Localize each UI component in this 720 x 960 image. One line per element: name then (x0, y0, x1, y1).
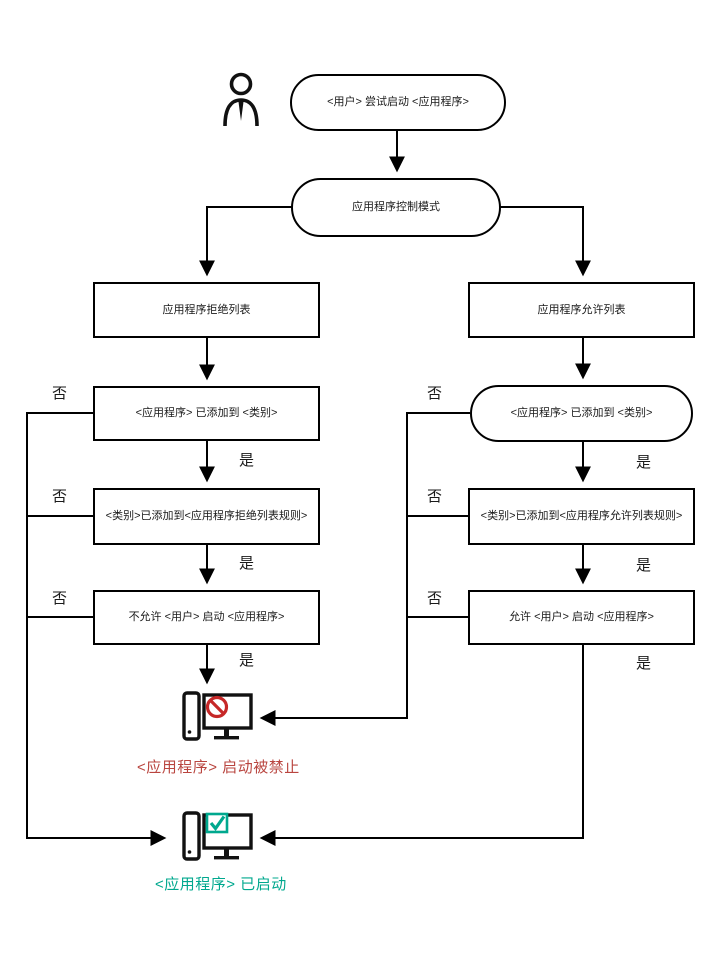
user-icon (220, 72, 262, 132)
node-label: <应用程序> 已添加到 <类别> (135, 407, 278, 420)
node-allow-category-rule: <类别>已添加到<应用程序允许列表规则> (468, 488, 695, 545)
edge-label-no: 否 (52, 590, 68, 607)
computer-started-icon (181, 810, 257, 866)
edge-label-no: 否 (427, 385, 443, 402)
edge-label-no: 否 (427, 488, 443, 505)
node-user-starts-app: <用户> 尝试启动 <应用程序> (290, 74, 506, 131)
blocked-outcome-label: <应用程序> 启动被禁止 (137, 759, 300, 776)
node-app-control-mode: 应用程序控制模式 (291, 178, 501, 237)
node-denylist: 应用程序拒绝列表 (93, 282, 320, 338)
node-label: <用户> 尝试启动 <应用程序> (327, 96, 469, 109)
edge-label-no: 否 (52, 385, 68, 402)
node-deny-added-to-category: <应用程序> 已添加到 <类别> (93, 386, 320, 441)
node-label: 应用程序控制模式 (352, 201, 440, 214)
node-label: <类别>已添加到<应用程序允许列表规则> (480, 510, 683, 523)
node-label: 应用程序允许列表 (537, 303, 626, 316)
node-deny-action: 不允许 <用户> 启动 <应用程序> (93, 590, 320, 645)
node-allowlist: 应用程序允许列表 (468, 282, 695, 338)
edge-label-yes: 是 (239, 652, 255, 669)
node-deny-category-rule: <类别>已添加到<应用程序拒绝列表规则> (93, 488, 320, 545)
edge-label-yes: 是 (636, 655, 652, 672)
node-allow-added-to-category: <应用程序> 已添加到 <类别> (470, 385, 693, 442)
node-label: 应用程序拒绝列表 (162, 303, 251, 316)
computer-blocked-icon (181, 690, 257, 746)
edge-label-yes: 是 (239, 555, 255, 572)
edge-label-yes: 是 (636, 454, 652, 471)
edge-label-yes: 是 (636, 557, 652, 574)
node-label: <类别>已添加到<应用程序拒绝列表规则> (105, 510, 308, 523)
started-outcome-label: <应用程序> 已启动 (155, 876, 287, 893)
edge-label-no: 否 (52, 488, 68, 505)
edge-label-yes: 是 (239, 452, 255, 469)
node-label: <应用程序> 已添加到 <类别> (510, 407, 653, 420)
node-label: 不允许 <用户> 启动 <应用程序> (128, 611, 285, 624)
edge-label-no: 否 (427, 590, 443, 607)
node-allow-action: 允许 <用户> 启动 <应用程序> (468, 590, 695, 645)
node-label: 允许 <用户> 启动 <应用程序> (509, 611, 654, 624)
